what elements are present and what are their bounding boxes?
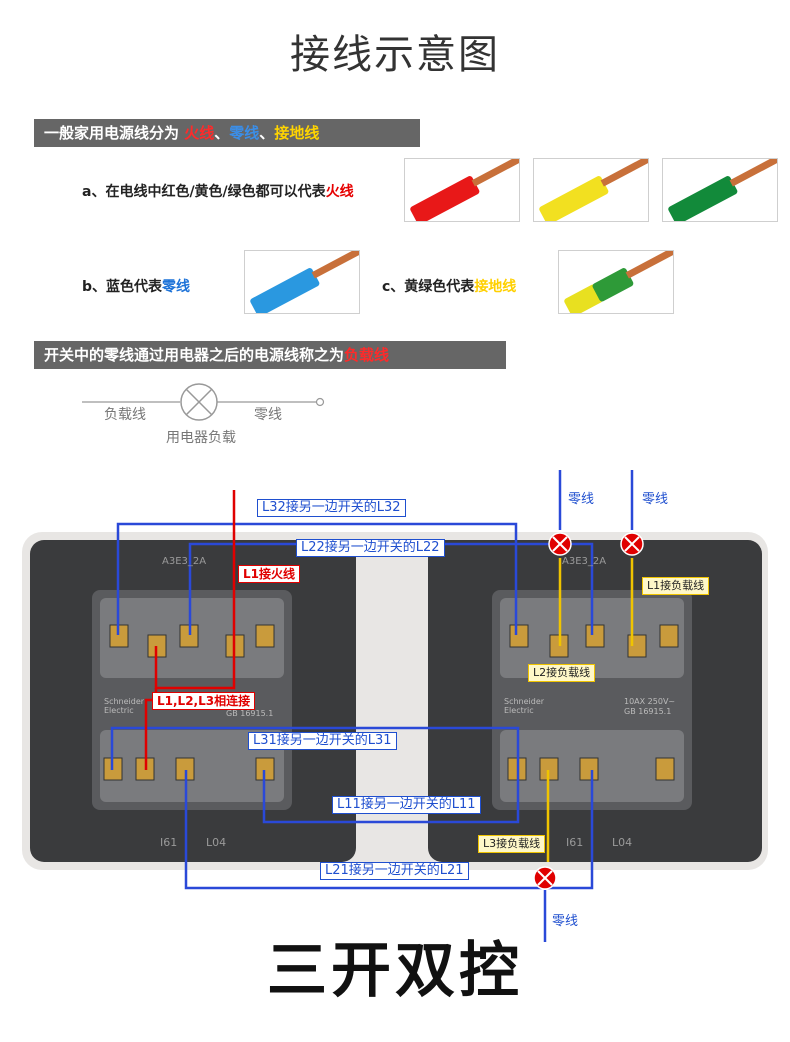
ground-wire-label: 接地线 xyxy=(274,124,320,142)
neutral-label-top-right: 零线 xyxy=(642,492,669,507)
plate-std-right: GB 16915.1 xyxy=(624,707,672,716)
blue-wire-image xyxy=(244,246,365,317)
green-wire-image xyxy=(662,154,783,225)
item-a-text: a、在电线中红色/黄色/绿色都可以代表 xyxy=(82,184,326,200)
plate-rating: 10AX 250V~ xyxy=(624,697,676,706)
item-c: c、黄绿色代表接地线 xyxy=(382,276,516,296)
item-c-emph: 接地线 xyxy=(474,279,517,295)
neutral-label-bottom: 零线 xyxy=(552,914,579,929)
tag-l11: L11接另一边开关的L11 xyxy=(332,796,481,814)
neutral-wire-label: 零线 xyxy=(229,124,260,142)
yellow-wire-image xyxy=(533,154,654,225)
tag-l3-load: L3接负载线 xyxy=(478,835,546,853)
diagram-title: 三开双控 xyxy=(267,936,523,1006)
item-b-text: b、蓝色代表 xyxy=(82,279,163,295)
tag-l22: L22接另一边开关的L22 xyxy=(296,539,445,557)
section2-heading-text: 开关中的零线通过用电器之后的电源线称之为 xyxy=(44,346,345,364)
plate-std-left: GB 16915.1 xyxy=(226,709,274,718)
tag-l2-load: L2接负载线 xyxy=(528,664,596,682)
section1-heading-text: 一般家用电源线分为 xyxy=(44,124,180,142)
live-wire-label: 火线 xyxy=(184,124,215,142)
section1-heading: 一般家用电源线分为 火线、零线、接地线 xyxy=(34,119,420,147)
legend-appliance-label: 用电器负载 xyxy=(166,430,236,446)
separator: 、 xyxy=(259,124,275,142)
plate-code-left: A3E3_2A xyxy=(162,556,207,567)
load-wire-emph: 负载线 xyxy=(344,346,390,364)
page-title: 接线示意图 xyxy=(290,32,500,78)
tag-l31: L31接另一边开关的L31 xyxy=(248,732,397,750)
plate-bottom-2-left: L04 xyxy=(206,836,227,849)
tag-l1-live: L1接火线 xyxy=(238,565,300,583)
plate-brand-right: Schneider Electric xyxy=(504,697,545,715)
tag-l21: L21接另一边开关的L21 xyxy=(320,862,469,880)
lamp-x-icon xyxy=(533,532,644,890)
tag-l1-load: L1接负载线 xyxy=(642,577,710,595)
neutral-label-top-left: 零线 xyxy=(568,492,595,507)
plate-bottom-1-left: I61 xyxy=(160,836,178,849)
tag-l32: L32接另一边开关的L32 xyxy=(257,499,406,517)
legend-load-label: 负载线 xyxy=(104,407,146,423)
item-a-emph: 火线 xyxy=(325,184,354,200)
red-wire-image xyxy=(404,154,525,225)
item-c-text: c、黄绿色代表 xyxy=(382,279,475,295)
item-a: a、在电线中红色/黄色/绿色都可以代表火线 xyxy=(82,181,354,201)
plate-bottom-2-right: L04 xyxy=(612,836,633,849)
plate-brand-left: Schneider Electric xyxy=(104,697,145,715)
section2-heading: 开关中的零线通过用电器之后的电源线称之为负载线 xyxy=(34,341,506,369)
item-b: b、蓝色代表零线 xyxy=(82,276,190,296)
plate-bottom-1-right: I61 xyxy=(566,836,584,849)
item-b-emph: 零线 xyxy=(162,279,191,295)
yellow-green-wire-image xyxy=(558,246,679,317)
legend-neutral-label: 零线 xyxy=(254,407,282,423)
load-legend-diagram xyxy=(82,383,325,421)
tag-l123: L1,L2,L3相连接 xyxy=(152,692,256,710)
separator: 、 xyxy=(214,124,230,142)
plate-code-right: A3E3_2A xyxy=(562,556,607,567)
